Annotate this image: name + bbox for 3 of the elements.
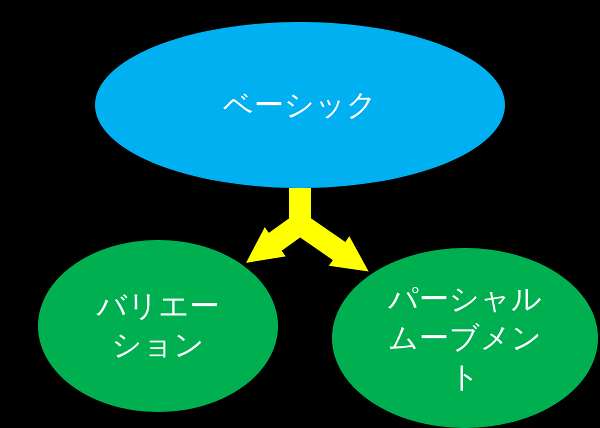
node-label: バリエーション: [96, 288, 220, 365]
node-label: パーシャルムーブメント: [387, 280, 543, 396]
node-label: ベーシック: [223, 86, 377, 124]
